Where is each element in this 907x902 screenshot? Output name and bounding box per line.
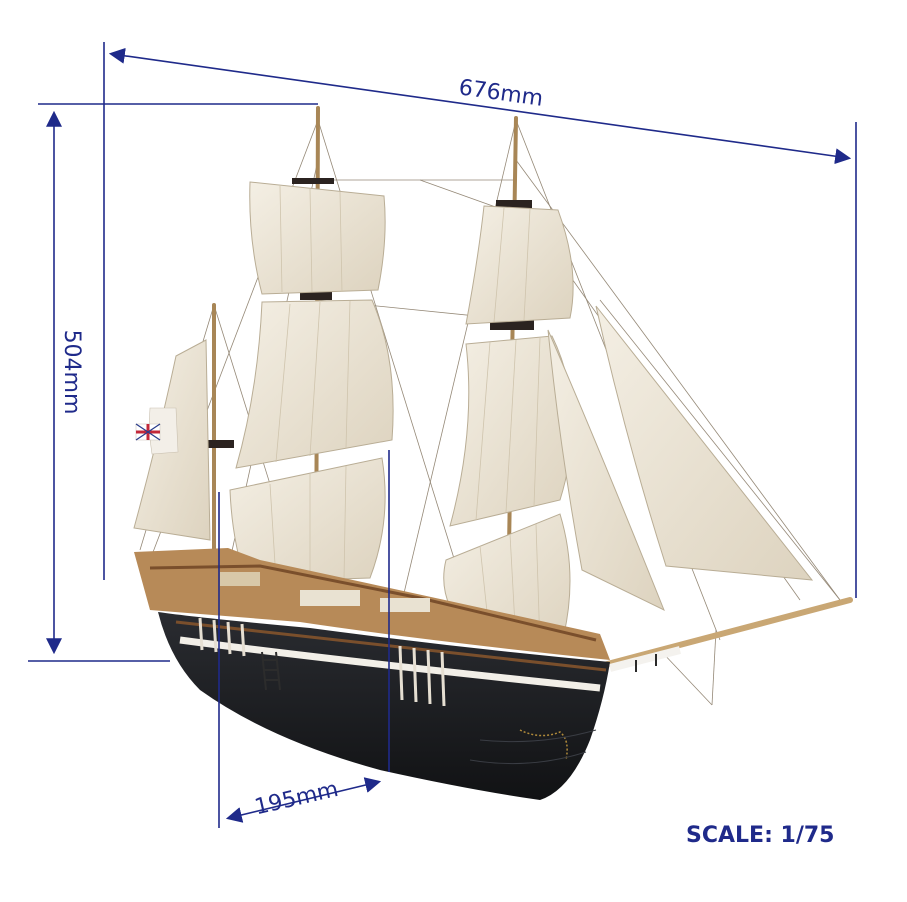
- bowsprit: [597, 597, 853, 672]
- length-label: 676mm: [457, 75, 545, 112]
- mast-tops: [196, 178, 534, 448]
- scale-label: SCALE: 1/75: [686, 823, 834, 848]
- main-mast-sails: [229, 181, 394, 583]
- height-label: 504mm: [59, 330, 84, 415]
- dimension-lines: [28, 42, 857, 828]
- deck: [134, 548, 610, 660]
- length-arrow: [108, 47, 852, 165]
- hull: [158, 612, 610, 800]
- beam-arrow: [225, 777, 382, 823]
- fore-mast-sails: [443, 205, 574, 651]
- main-sail-seams: [269, 185, 351, 581]
- ensign-flag: [135, 407, 179, 455]
- ship-model: [133, 106, 853, 800]
- beam-label: 195mm: [252, 777, 340, 820]
- jib-sails: [547, 305, 814, 612]
